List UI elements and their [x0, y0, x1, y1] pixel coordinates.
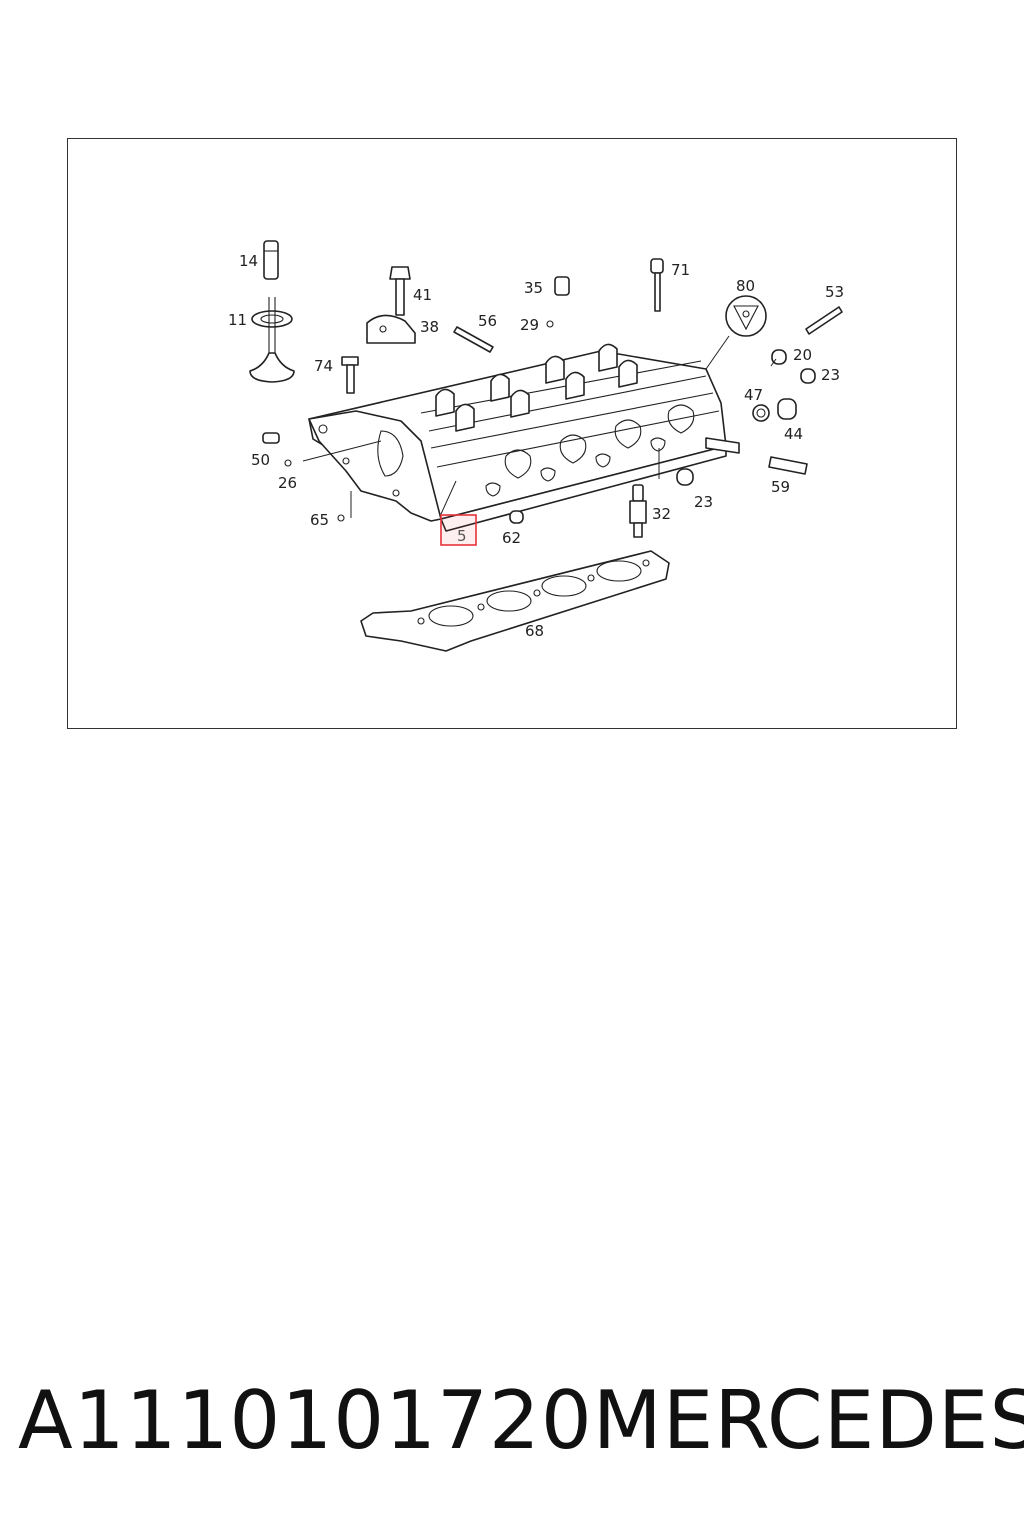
- label-56: 56: [478, 312, 497, 330]
- part-23-plug-lower: [676, 468, 694, 486]
- label-11: 11: [228, 311, 247, 329]
- part-footer: A1110101720 MERCEDES: [18, 1370, 1024, 1470]
- label-68: 68: [525, 622, 544, 640]
- label-32: 32: [652, 505, 671, 523]
- cylinder-head: [308, 343, 740, 532]
- intake-ports: [485, 404, 695, 497]
- label-26: 26: [278, 474, 297, 492]
- part-80-disc: [725, 295, 767, 337]
- part-35-sleeve: [554, 276, 570, 296]
- part-65-ring: [337, 514, 345, 522]
- part-14-tappet: [263, 240, 279, 280]
- part-38-bearing-cap: [366, 314, 416, 344]
- label-38: 38: [420, 318, 439, 336]
- part-32-plug: [629, 484, 647, 538]
- cam-caps: [435, 343, 638, 432]
- diagram-frame: 14 11 74 41 38 56 35 29 71 80 53 20 23 4…: [67, 138, 957, 729]
- label-5: 5: [457, 527, 467, 545]
- part-50-dowel: [262, 432, 280, 444]
- label-74: 74: [314, 357, 333, 375]
- label-20: 20: [793, 346, 812, 364]
- part-47-seal-ring: [752, 404, 770, 422]
- part-59-pin: [768, 456, 808, 475]
- part-44-plug: [777, 398, 797, 420]
- label-44: 44: [784, 425, 803, 443]
- label-80: 80: [736, 277, 755, 295]
- label-41: 41: [413, 286, 432, 304]
- label-14: 14: [239, 252, 258, 270]
- part-68-head-gasket: [360, 550, 670, 652]
- part-56-stud: [453, 326, 494, 353]
- part-74-bolt: [341, 356, 359, 394]
- label-62: 62: [502, 529, 521, 547]
- part-labels: 14 11 74 41 38 56 35 29 71 80 53 20 23 4…: [228, 252, 844, 640]
- label-53: 53: [825, 283, 844, 301]
- label-29: 29: [520, 316, 539, 334]
- label-50: 50: [251, 451, 270, 469]
- label-23-lower: 23: [694, 493, 713, 511]
- part-26-ring: [284, 459, 292, 467]
- part-29-ring: [546, 320, 554, 328]
- part-53-stud: [805, 306, 843, 335]
- part-41-bolt: [389, 266, 411, 316]
- label-35: 35: [524, 279, 543, 297]
- label-23-upper: 23: [821, 366, 840, 384]
- exploded-view-diagram: 14 11 74 41 38 56 35 29 71 80 53 20 23 4…: [228, 240, 844, 652]
- label-47: 47: [744, 386, 763, 404]
- leader-lines: [302, 335, 777, 518]
- part-number: A1110101720: [18, 1373, 593, 1467]
- part-71-bolt: [650, 258, 664, 312]
- brand-name: MERCEDES: [592, 1373, 1024, 1467]
- part-23-plug-upper: [800, 368, 816, 384]
- label-65: 65: [310, 511, 329, 529]
- label-59: 59: [771, 478, 790, 496]
- label-71: 71: [671, 261, 690, 279]
- highlight-box[interactable]: [440, 514, 477, 546]
- part-62-sleeve: [509, 510, 524, 524]
- part-11-valve: [249, 297, 295, 383]
